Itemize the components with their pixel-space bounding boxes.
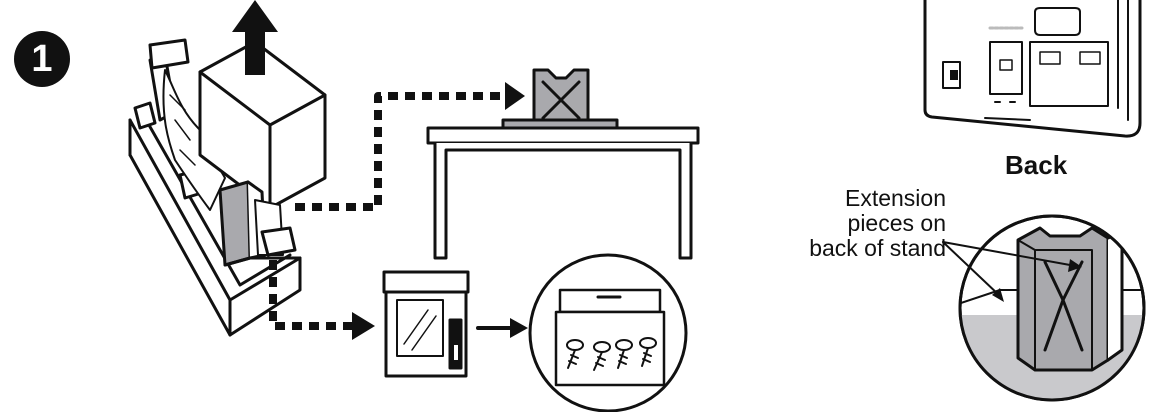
extension-label-line-3: back of stand: [760, 236, 946, 261]
arrowhead-to-stand: [505, 82, 525, 110]
extension-label-line-2: pieces on: [760, 211, 946, 236]
extension-pieces-label: Extension pieces on back of stand: [760, 186, 946, 261]
bag-to-box-arrowhead: [510, 318, 528, 338]
arrowhead-to-bag: [352, 312, 375, 340]
stand-detail-icon: [955, 216, 1149, 410]
packing-box-icon: [130, 40, 325, 335]
back-label: Back: [1005, 150, 1067, 181]
tv-back-icon: [925, 0, 1140, 136]
stand-on-table-icon: [428, 70, 698, 258]
extension-label-line-1: Extension: [760, 186, 946, 211]
screw-box-icon: [530, 255, 686, 411]
screw-bag-icon: [384, 272, 468, 376]
step-number: 1: [14, 31, 70, 87]
